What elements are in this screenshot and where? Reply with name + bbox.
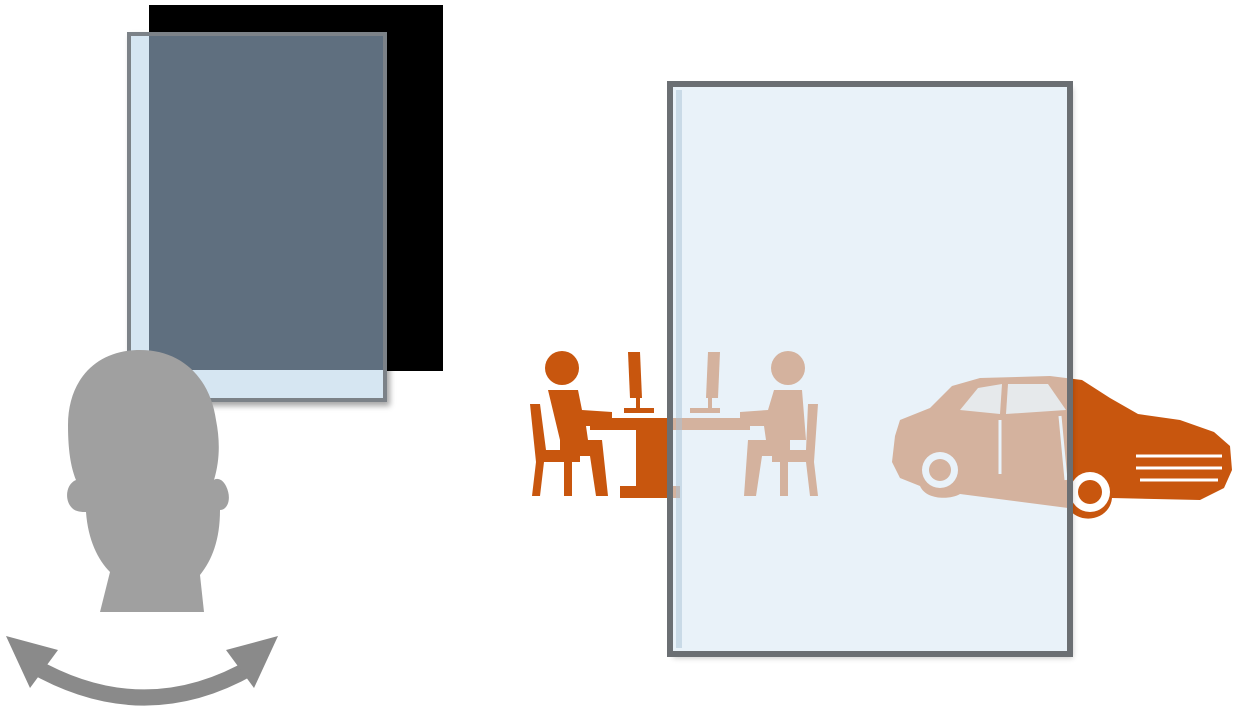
clear-glass-pane: [670, 84, 1070, 654]
tinted-glass-panel: [149, 36, 383, 370]
curved-double-arrow-icon: [6, 636, 278, 698]
glass-edge-highlight: [676, 90, 682, 648]
head-silhouette-icon: [67, 350, 229, 612]
left-panel-group: [129, 5, 443, 400]
